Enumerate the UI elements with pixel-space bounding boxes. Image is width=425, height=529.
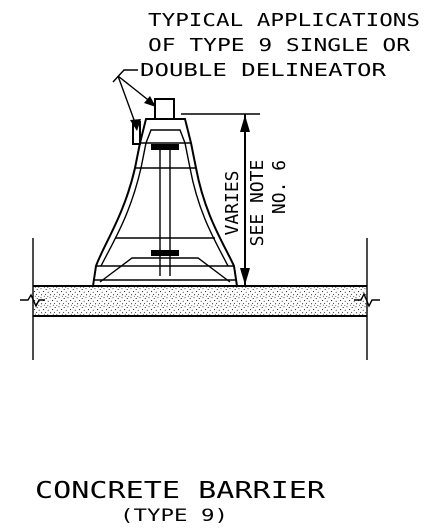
callout-line-3: DOUBLE DELINEATOR bbox=[140, 60, 386, 81]
caption-subtitle: (TYPE 9) bbox=[120, 506, 228, 526]
break-line-left bbox=[20, 293, 45, 308]
concrete-slab bbox=[32, 238, 368, 360]
delineator-top bbox=[154, 98, 175, 120]
delineator-side bbox=[132, 121, 141, 145]
break-line-right bbox=[354, 292, 380, 308]
caption-title: CONCRETE BARRIER bbox=[35, 478, 325, 504]
see-note-label: SEE NOTE bbox=[247, 160, 268, 247]
note-number-label: NO. 6 bbox=[269, 160, 290, 214]
height-dimension bbox=[181, 113, 260, 286]
callout-line-1: TYPICAL APPLICATIONS bbox=[148, 10, 420, 31]
see-note-label-group: SEE NOTE bbox=[247, 160, 268, 247]
varies-label: VARIES bbox=[222, 170, 243, 235]
note-number-label-group: NO. 6 bbox=[269, 160, 290, 214]
callout-line-2: OF TYPE 9 SINGLE OR bbox=[148, 35, 410, 56]
anchor-rod bbox=[151, 144, 179, 276]
varies-label-group: VARIES bbox=[222, 170, 243, 235]
